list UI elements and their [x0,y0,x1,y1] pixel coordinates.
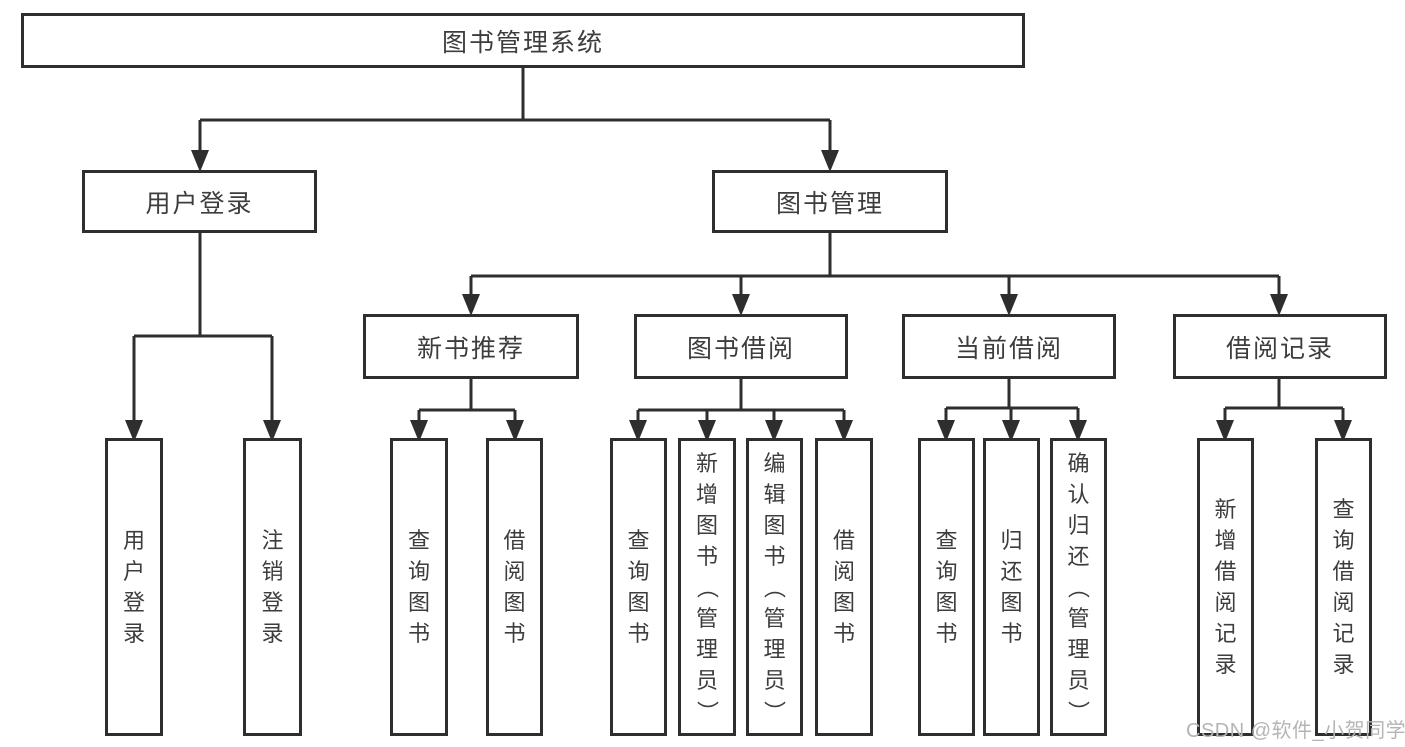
leaf-logout: 注销登录 [243,438,302,736]
leaf-add-books-admin: 新增图书（管理员） [678,438,736,736]
leaf-label: 新增借阅记录 [1214,497,1237,677]
leaf-query-books-recommend: 查询图书 [390,438,448,736]
node-book-management: 图书管理 [712,170,948,233]
leaf-label: 借阅图书 [503,528,526,646]
node-current-borrow: 当前借阅 [902,314,1116,379]
node-root: 图书管理系统 [21,13,1025,68]
leaf-label: 查询图书 [935,528,958,646]
leaf-edit-books-admin: 编辑图书（管理员） [746,438,803,736]
leaf-label: 用户登录 [122,528,145,646]
leaf-borrow-books-recommend: 借阅图书 [486,438,543,736]
leaf-label: 编辑图书（管理员） [761,450,787,723]
connector-user-login-branch [125,233,281,442]
node-book-borrow: 图书借阅 [634,314,848,379]
leaf-label: 查询借阅记录 [1332,497,1355,677]
node-borrow-record: 借阅记录 [1173,314,1387,379]
node-new-book-recommend: 新书推荐 [363,314,579,379]
node-user-login: 用户登录 [82,170,317,233]
connector-new-book-recommend-branch [410,379,524,442]
connector-book-management-branch [462,233,1288,316]
connector-book-borrow-branch [629,379,853,442]
leaf-add-borrow-record: 新增借阅记录 [1197,438,1254,736]
connector-borrow-record-branch [1216,379,1352,442]
leaf-label: 借阅图书 [832,528,855,646]
leaf-label: 归还图书 [1000,528,1023,646]
leaf-borrow-books: 借阅图书 [815,438,873,736]
leaf-label: 注销登录 [261,528,284,646]
leaf-label: 确认归还（管理员） [1065,450,1091,723]
leaf-return-books: 归还图书 [983,438,1040,736]
connector-root-to-level2 [191,68,839,172]
leaf-label: 新增图书（管理员） [694,450,720,723]
leaf-query-books-borrow: 查询图书 [610,438,667,736]
leaf-query-borrow-record: 查询借阅记录 [1315,438,1372,736]
leaf-query-books-current: 查询图书 [918,438,975,736]
leaf-label: 查询图书 [407,528,430,646]
watermark: CSDN @软件_小贺同学 [1186,720,1405,742]
leaf-label: 查询图书 [627,528,650,646]
leaf-confirm-return-admin: 确认归还（管理员） [1050,438,1107,736]
connector-current-borrow-branch [937,379,1087,442]
leaf-user-login: 用户登录 [105,438,163,736]
